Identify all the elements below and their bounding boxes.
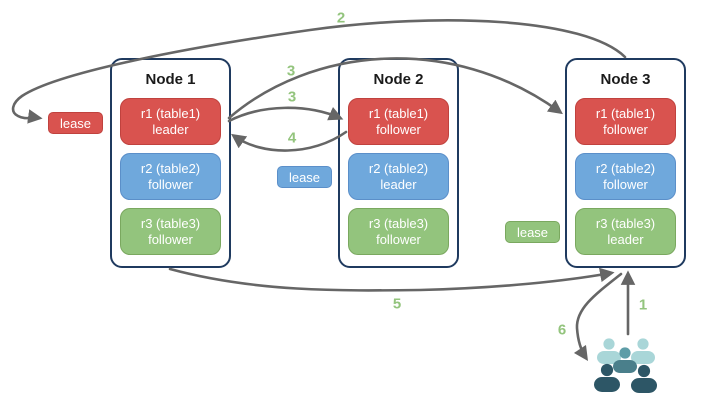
node-3-replica-r2: r2 (table2) follower: [575, 153, 676, 200]
replica-role: follower: [603, 176, 648, 192]
replica-name: r3 (table3): [368, 215, 429, 231]
replica-role: leader: [152, 121, 189, 137]
node-1-replica-r3: r3 (table3) follower: [120, 208, 221, 255]
replica-name: r2 (table2): [140, 160, 201, 176]
step-label-1: 1: [638, 296, 648, 314]
step-label-4: 4: [287, 129, 297, 147]
node-1-card: Node 1 r1 (table1) leader r2 (table2) fo…: [110, 58, 231, 268]
node-3-replica-r1: r1 (table1) follower: [575, 98, 676, 145]
node-1-title: Node 1: [145, 71, 196, 88]
step-label-3-short: 3: [287, 88, 297, 106]
node-1-replica-r1: r1 (table1) leader: [120, 98, 221, 145]
node-3-replica-r3: r3 (table3) leader: [575, 208, 676, 255]
replica-name: r2 (table2): [368, 160, 429, 176]
users-group-icon: [594, 338, 657, 393]
node-2-replica-r3: r3 (table3) follower: [348, 208, 449, 255]
arrow-step-5: [168, 267, 615, 292]
replica-role: follower: [376, 121, 421, 137]
lease-badge-blue: lease: [277, 166, 332, 188]
arrow-step-3-short: [227, 106, 344, 123]
node-3-card: Node 3 r1 (table1) follower r2 (table2) …: [565, 58, 686, 268]
step-label-3-long: 3: [286, 62, 296, 80]
replica-name: r1 (table1): [595, 105, 656, 121]
replica-role: leader: [380, 176, 417, 192]
lease-badge-green: lease: [505, 221, 560, 243]
replica-name: r1 (table1): [140, 105, 201, 121]
replica-role: follower: [376, 231, 421, 247]
node-2-title: Node 2: [373, 71, 424, 88]
replica-role: follower: [148, 231, 193, 247]
lease-badge-red: lease: [48, 112, 103, 134]
arrow-step-2: [11, 19, 627, 124]
replica-role: follower: [603, 121, 648, 137]
node-2-replica-r2: r2 (table2) leader: [348, 153, 449, 200]
replica-name: r1 (table1): [368, 105, 429, 121]
replica-role: follower: [148, 176, 193, 192]
replica-role: leader: [607, 231, 644, 247]
replica-name: r3 (table3): [595, 215, 656, 231]
step-label-5: 5: [392, 295, 402, 313]
node-1-replica-r2: r2 (table2) follower: [120, 153, 221, 200]
node-2-card: Node 2 r1 (table1) follower r2 (table2) …: [338, 58, 459, 268]
replica-name: r2 (table2): [595, 160, 656, 176]
node-2-replica-r1: r1 (table1) follower: [348, 98, 449, 145]
replica-name: r3 (table3): [140, 215, 201, 231]
step-label-2: 2: [336, 9, 346, 27]
node-3-title: Node 3: [600, 71, 651, 88]
step-label-6: 6: [557, 321, 567, 339]
